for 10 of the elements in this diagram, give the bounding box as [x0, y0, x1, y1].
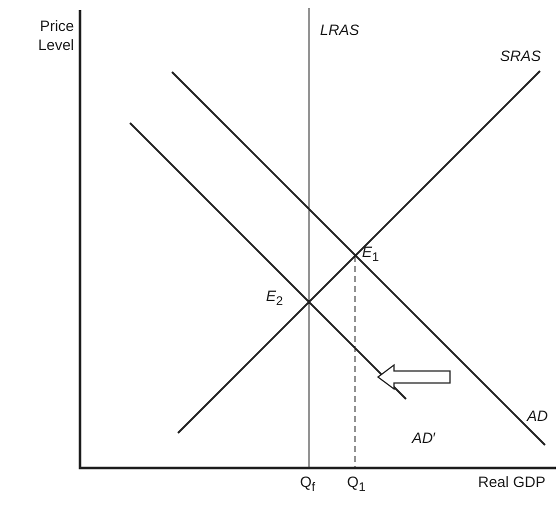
tick-label: Q$_{1}$ — [347, 474, 366, 496]
axis-label: Price Level — [37, 18, 74, 56]
point-label: E$_{1}$ — [362, 244, 379, 266]
curve-label: AD′ — [412, 430, 436, 449]
curve-label: AD — [527, 408, 548, 427]
axis-label: Real GDP — [478, 474, 546, 493]
tick-label: Q$_{f}$ — [300, 474, 316, 496]
point-label: E$_{2}$ — [266, 288, 283, 310]
curve-label: LRAS — [320, 22, 360, 41]
curve-label: SRAS — [500, 48, 541, 67]
